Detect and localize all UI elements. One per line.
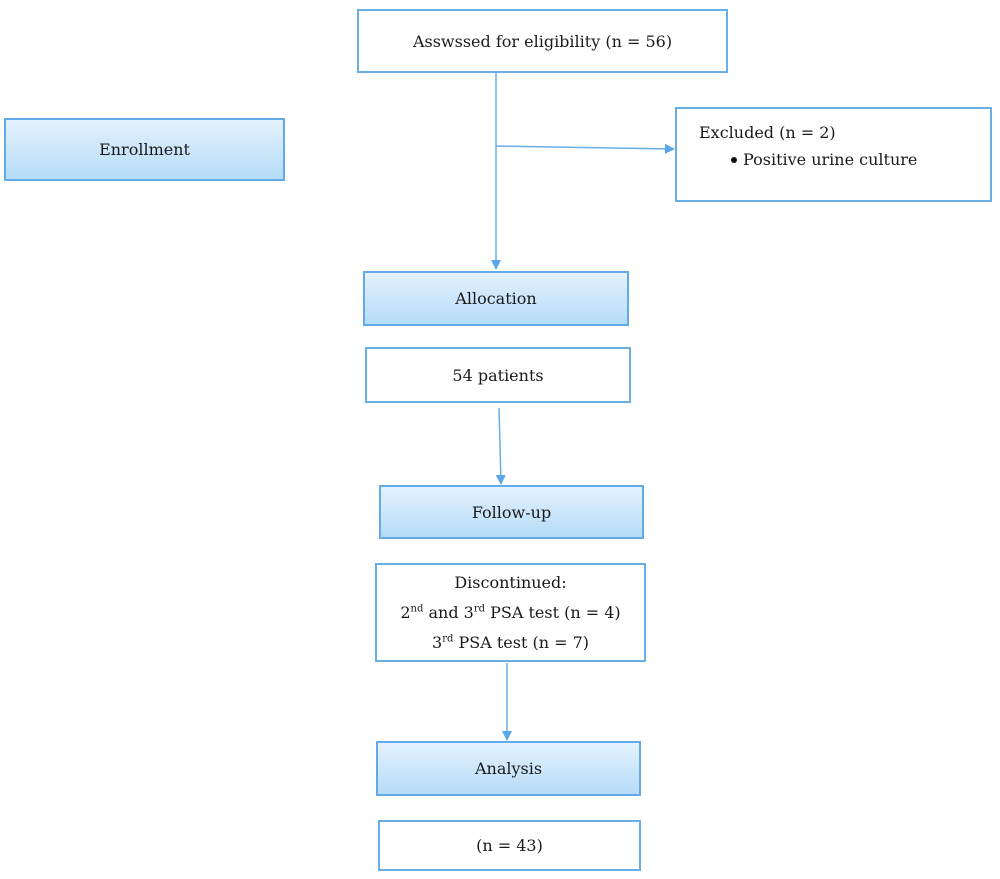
analysis-label: Analysis [474, 759, 543, 778]
excluded-reason-item: Positive urine culture [731, 150, 917, 169]
assessed-text: Asswssed for eligibility (n = 56) [412, 31, 673, 51]
allocated-box: 54 patients [365, 347, 631, 403]
bullet-icon [731, 156, 737, 163]
discontinued-heading: Discontinued: [454, 572, 567, 592]
excluded-title: Excluded (n = 2) [699, 123, 836, 142]
analysed-box: (n = 43) [378, 820, 641, 871]
arrow-patients-to-followup [495, 407, 506, 485]
allocation-stage-box: Allocation [363, 271, 629, 326]
excluded-box: Excluded (n = 2) Positive urine culture [675, 107, 992, 202]
discontinued-line-1: 2nd and 3rd PSA test (n = 4) [400, 602, 621, 622]
excluded-reason-text: Positive urine culture [743, 150, 918, 169]
allocated-text: 54 patients [452, 365, 544, 385]
follow-up-label: Follow-up [471, 502, 552, 522]
discontinued-line-2: 3rd PSA test (n = 7) [432, 632, 589, 652]
allocation-label: Allocation [455, 289, 537, 308]
follow-up-stage-box: Follow-up [379, 485, 644, 539]
arrow-to-excluded [495, 143, 675, 154]
discontinued-box: Discontinued: 2nd and 3rd PSA test (n = … [375, 563, 646, 662]
enrollment-label: Enrollment [99, 140, 190, 159]
analysis-stage-box: Analysis [376, 741, 641, 796]
assessed-box: Asswssed for eligibility (n = 56) [357, 9, 728, 73]
enrollment-stage-box: Enrollment [4, 118, 285, 181]
analysed-text: (n = 43) [476, 836, 543, 855]
